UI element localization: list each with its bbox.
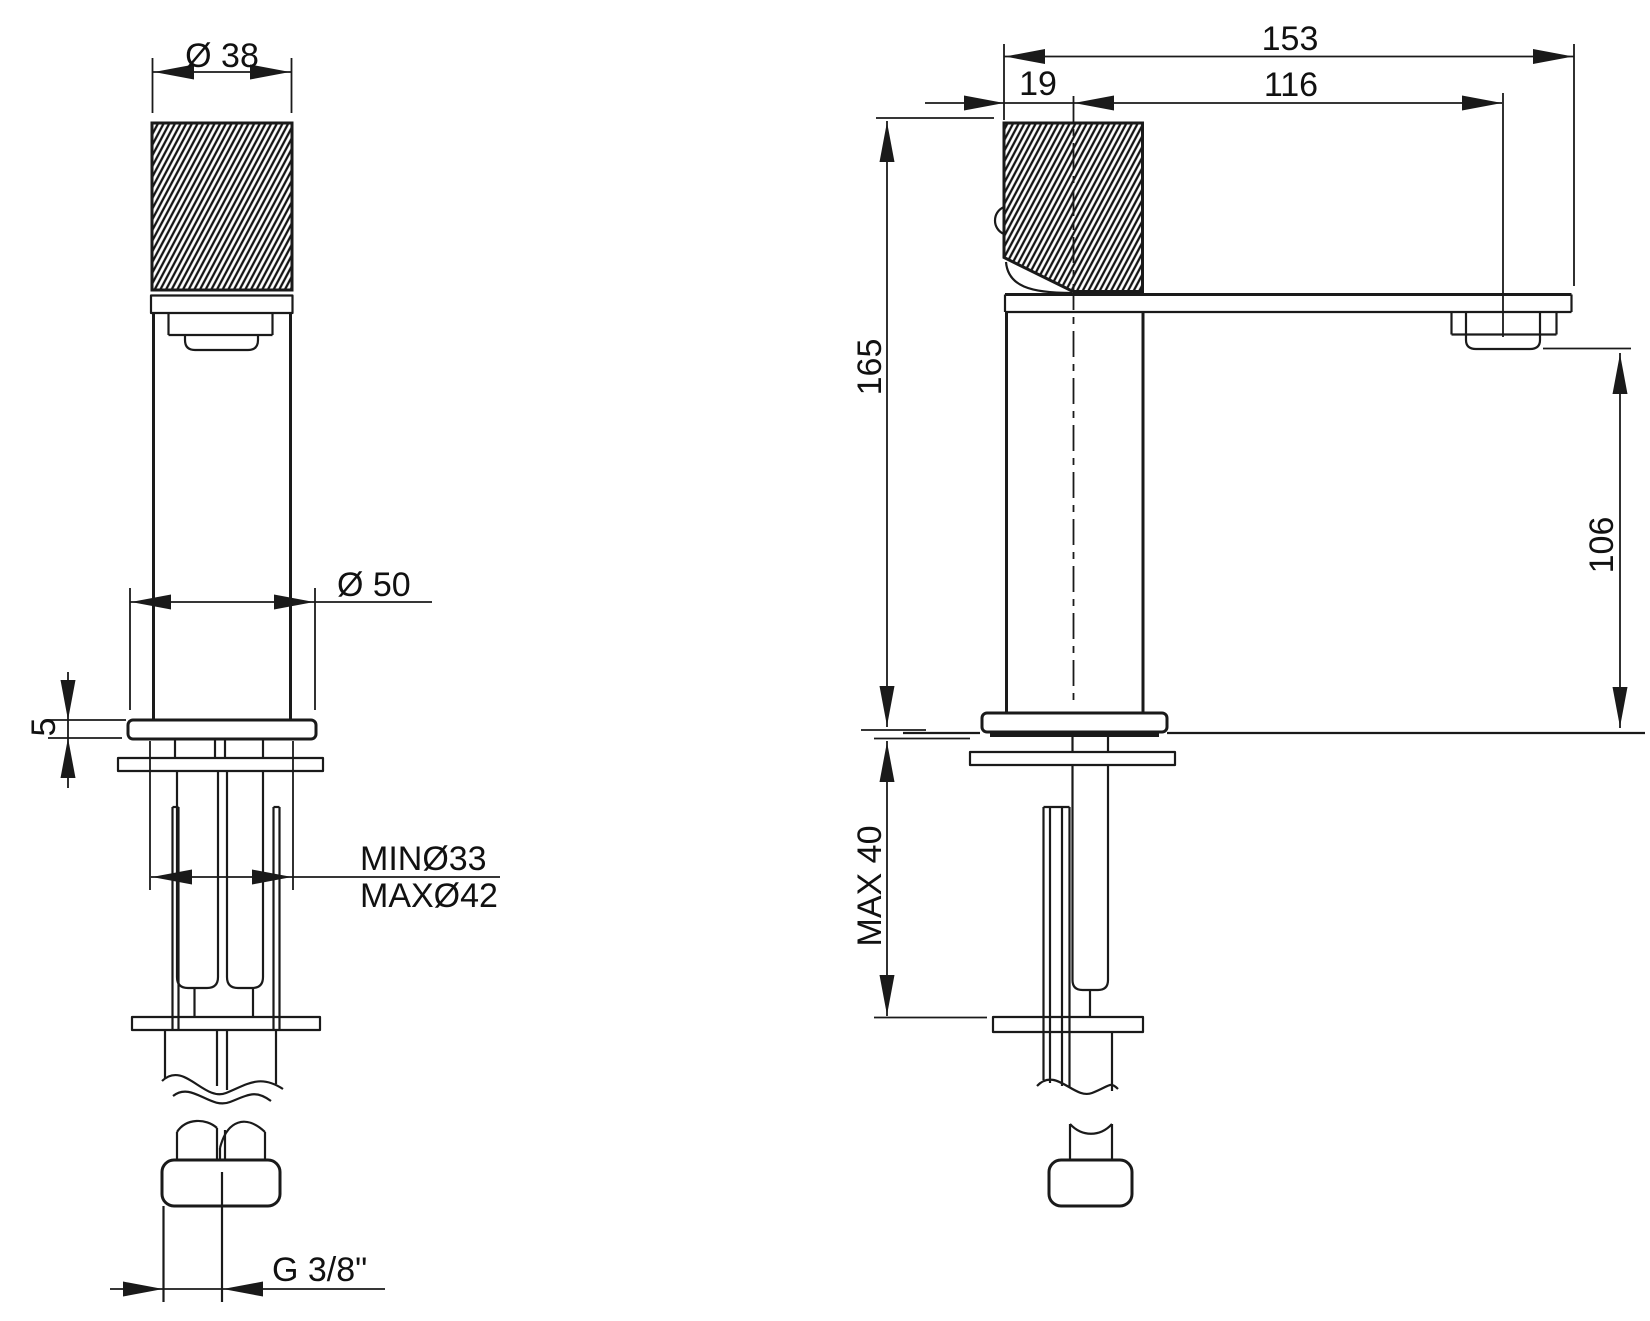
dim-label-spout-height: 106 [1583,517,1621,574]
trim-washer-side [968,750,1177,767]
spout-band-front [149,294,294,315]
hose-end-break [176,1119,218,1133]
hose-right [225,771,265,990]
dim-label-thread: G 3/8" [272,1251,367,1289]
dim-label-base-diameter: Ø 50 [337,566,411,604]
front-view-dimensions: Ø 38 Ø 50 5 MINØ33 MAXØ42 [25,37,500,1297]
base-flange-front [126,718,318,741]
dim-label-handle-diameter: Ø 38 [185,37,259,75]
side-view-outline [903,96,1645,1208]
connection-nut-side [1047,1158,1134,1208]
dim-label-handle-depth: 19 [1019,65,1057,103]
dim-label-plate-thickness: 5 [25,718,63,737]
handle-set-screw [993,205,1005,236]
dim-label-hole-min: MINØ33 [360,840,487,878]
handle-knurled-front [150,121,294,292]
hose-end-break [218,1120,266,1149]
dim-label-counter-thickness: MAX 40 [851,826,889,947]
dim-label-spout-reach: 116 [1264,66,1318,104]
base-flange-side [980,711,1169,734]
clamping-plate-side [991,1015,1145,1034]
dim-label-total-height: 165 [851,339,889,396]
side-view-dimensions: 153 19 116 165 MAX 40 [851,20,1631,1019]
trim-washer-front [116,756,325,773]
front-view-outline [116,121,325,1302]
body-shoulder-arc [1004,261,1073,295]
aerator-front [183,335,260,352]
dim-label-hole-max: MAXØ42 [360,877,498,915]
threaded-rod-side [1071,765,1110,992]
side-view: 153 19 116 165 MAX 40 [851,20,1645,1208]
break-line [172,1090,272,1105]
break-line [1036,1078,1119,1096]
dim-label-total-depth: 153 [1262,20,1319,58]
clamping-plate-front [130,1015,322,1032]
aerator-side [1464,334,1542,351]
front-view: Ø 38 Ø 50 5 MINØ33 MAXØ42 [25,37,500,1302]
break-line [161,1074,284,1096]
hose-end-break [1069,1123,1113,1135]
